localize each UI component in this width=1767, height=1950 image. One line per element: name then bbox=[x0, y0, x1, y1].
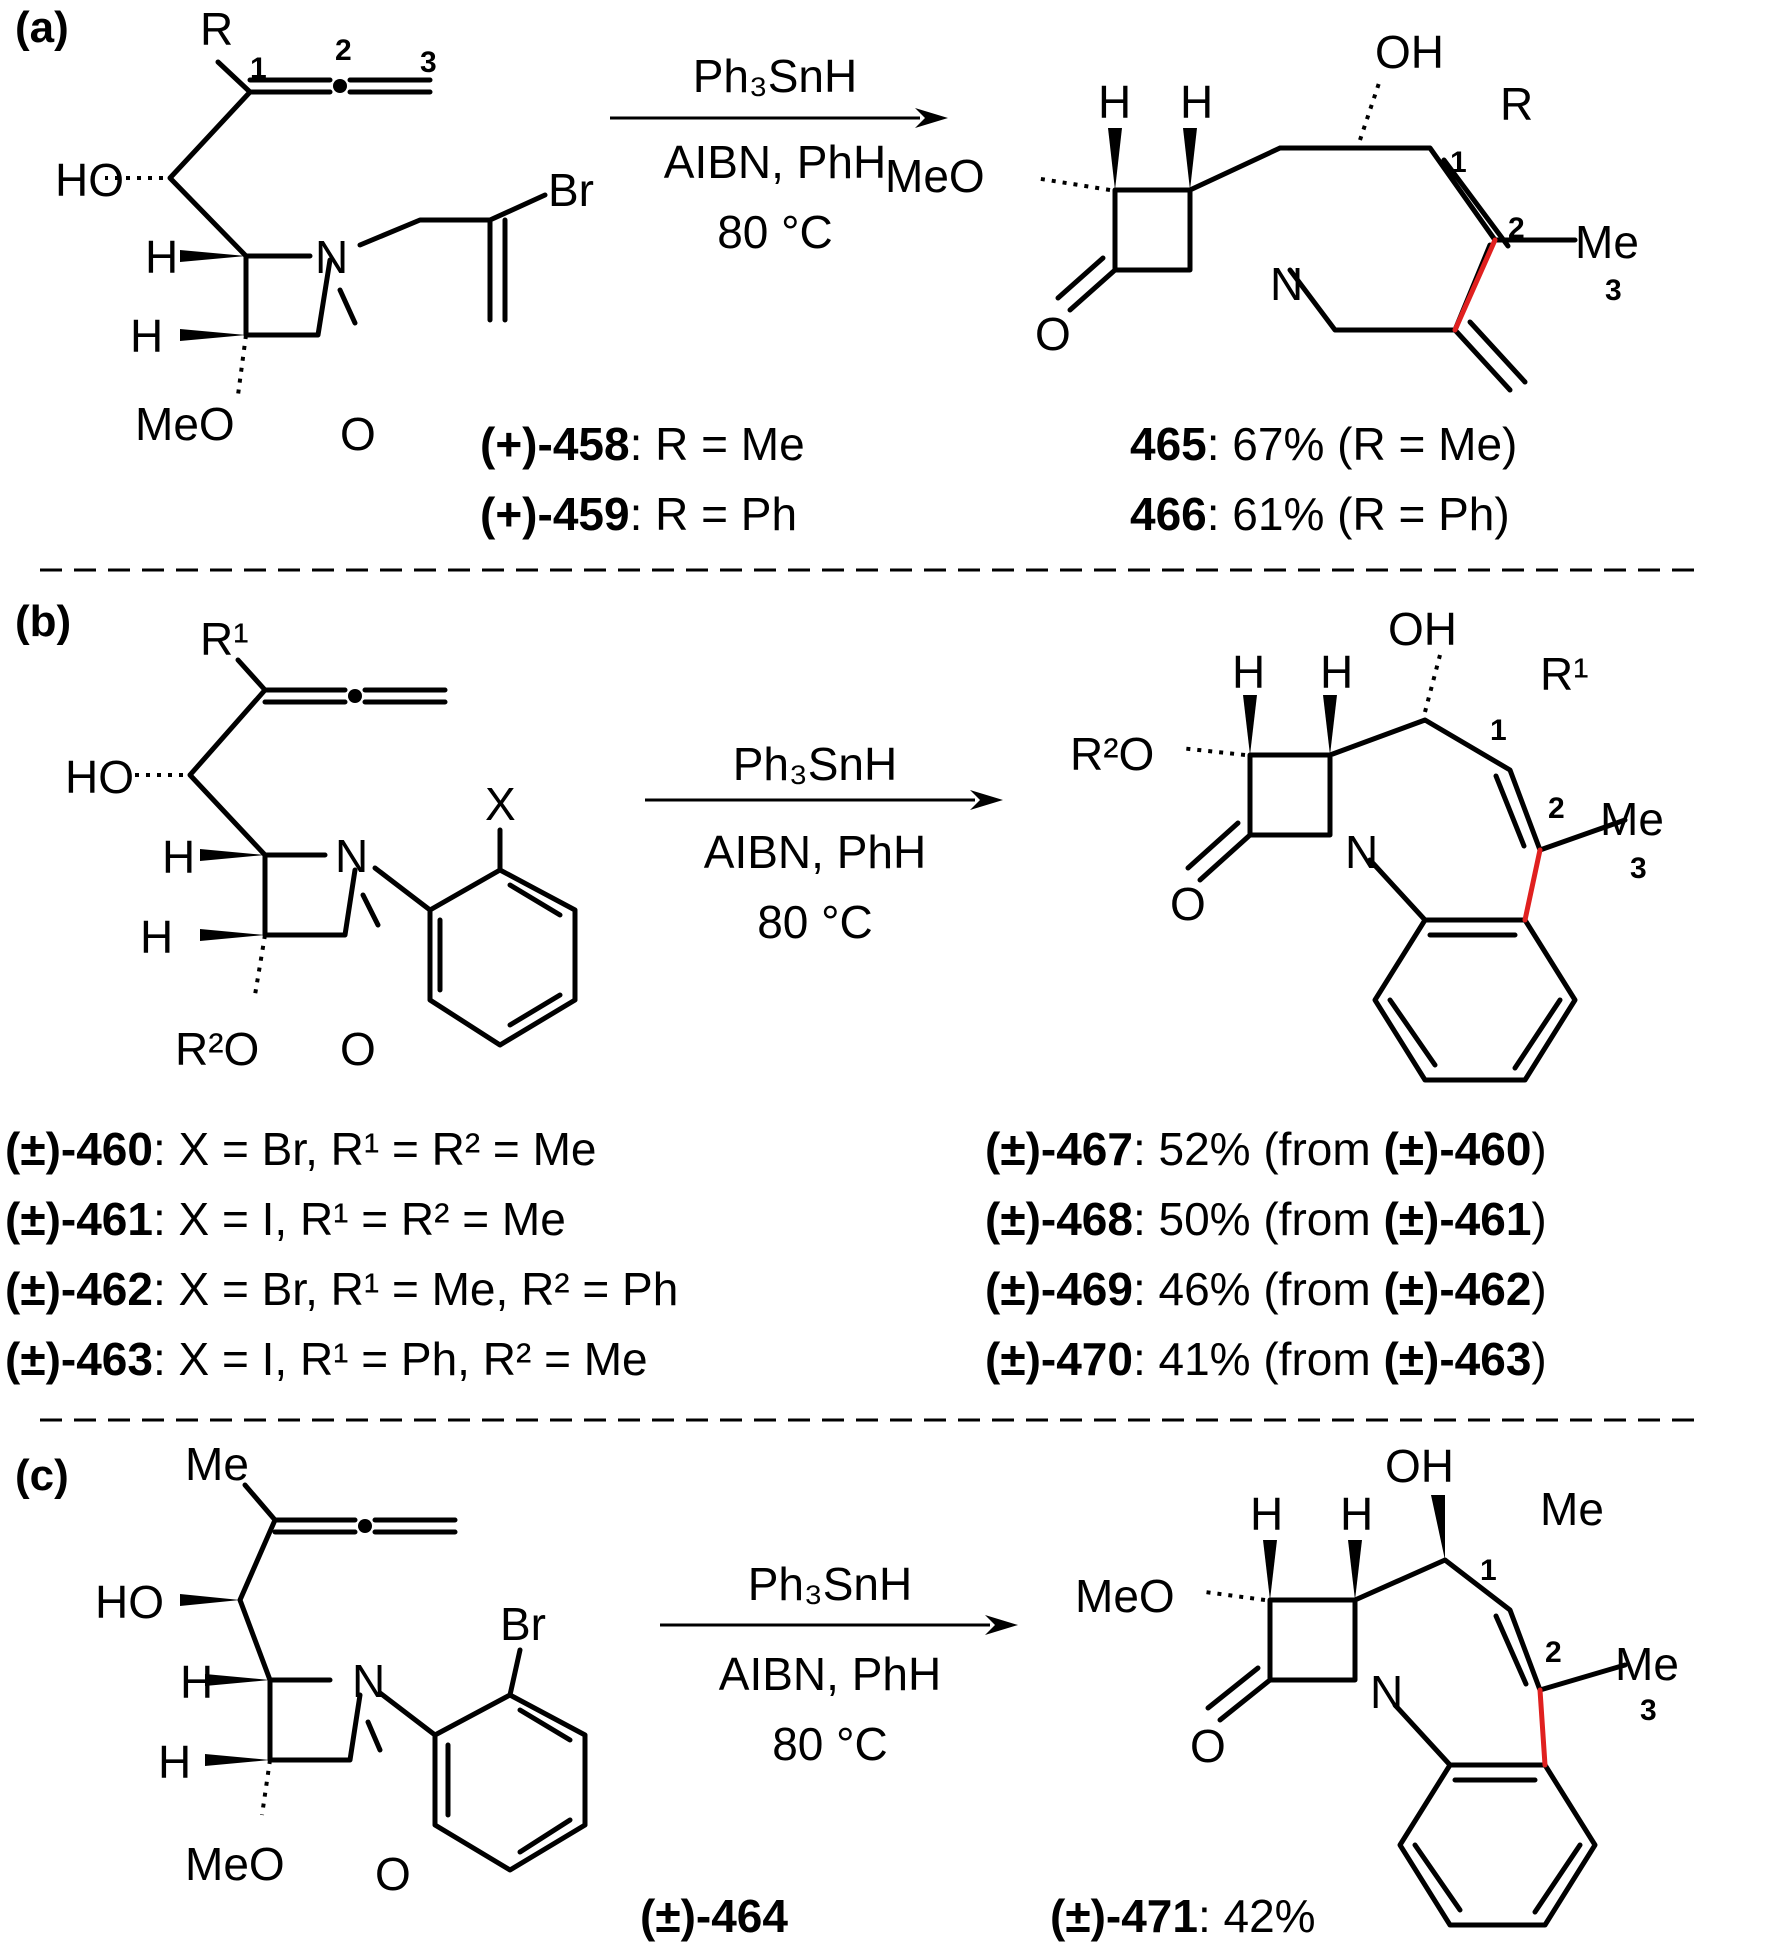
atom-h: H bbox=[140, 911, 173, 963]
atom-h: H bbox=[158, 1736, 191, 1788]
atom-h: H bbox=[1250, 1488, 1283, 1540]
compound-line: 465: 67% (R = Me) bbox=[1130, 418, 1517, 470]
atom-h: H bbox=[1340, 1488, 1373, 1540]
panel-b: (b) R¹ HO H H N X R²O O Ph₃SnH AIBN, PhH… bbox=[5, 597, 1664, 1385]
atom-meo: MeO bbox=[135, 398, 235, 450]
atom-oh: OH bbox=[1388, 603, 1457, 655]
locant-1: 1 bbox=[1450, 146, 1467, 179]
atom-n: N bbox=[1370, 1666, 1403, 1718]
locant-1: 1 bbox=[1490, 714, 1507, 747]
compound-line: (±)-468: 50% (from (±)-461) bbox=[985, 1193, 1547, 1245]
reaction-arrow bbox=[645, 790, 1003, 810]
locant-3: 3 bbox=[1640, 1694, 1657, 1727]
atom-r2o: R²O bbox=[175, 1023, 259, 1075]
atom-me: Me bbox=[1575, 216, 1639, 268]
atom-h: H bbox=[130, 310, 163, 362]
reagent-label: Ph₃SnH bbox=[748, 1558, 912, 1610]
atom-h: H bbox=[1320, 646, 1353, 698]
atom-h: H bbox=[145, 231, 178, 283]
conditions-label: AIBN, PhH bbox=[719, 1648, 941, 1700]
atom-ho: HO bbox=[95, 1576, 164, 1628]
reagent-label: Ph₃SnH bbox=[693, 50, 857, 102]
reaction-arrow bbox=[610, 108, 948, 128]
locant-3: 3 bbox=[420, 46, 437, 79]
atom-r1: R¹ bbox=[1540, 648, 1589, 700]
atom-x: X bbox=[485, 778, 516, 830]
atom-h: H bbox=[162, 831, 195, 883]
compound-line: (±)-467: 52% (from (±)-460) bbox=[985, 1123, 1547, 1175]
atom-o: O bbox=[1190, 1720, 1226, 1772]
locant-2: 2 bbox=[335, 34, 352, 67]
atom-meo: MeO bbox=[185, 1838, 285, 1890]
atom-oh: OH bbox=[1375, 26, 1444, 78]
conditions-label: AIBN, PhH bbox=[704, 826, 926, 878]
compound-line: (±)-470: 41% (from (±)-463) bbox=[985, 1333, 1547, 1385]
panel-label: (a) bbox=[15, 3, 69, 52]
reagent-label: Ph₃SnH bbox=[733, 738, 897, 790]
atom-oh: OH bbox=[1385, 1440, 1454, 1492]
temperature-label: 80 °C bbox=[717, 206, 833, 258]
atom-meo: MeO bbox=[1075, 1570, 1175, 1622]
atom-h: H bbox=[1232, 646, 1265, 698]
compound-line: (±)-461: X = I, R¹ = R² = Me bbox=[5, 1193, 566, 1245]
temperature-label: 80 °C bbox=[757, 896, 873, 948]
panel-label: (c) bbox=[15, 1451, 69, 1500]
locant-2: 2 bbox=[1545, 1636, 1562, 1669]
atom-br: Br bbox=[500, 1598, 546, 1650]
locant-2: 2 bbox=[1508, 212, 1525, 245]
atom-ho: HO bbox=[55, 154, 124, 206]
locant-3: 3 bbox=[1630, 852, 1647, 885]
atom-o: O bbox=[340, 1023, 376, 1075]
atom-r: R bbox=[1500, 78, 1533, 130]
atom-r2o: R²O bbox=[1070, 728, 1154, 780]
atom-n: N bbox=[1345, 826, 1378, 878]
locant-1: 1 bbox=[1480, 1554, 1497, 1587]
product-structure: OH H H Me MeO N O Me 1 2 3 bbox=[1075, 1440, 1679, 1928]
substrate-structure: R 1 2 3 HO H H N Br MeO O bbox=[55, 3, 594, 460]
locant-3: 3 bbox=[1605, 274, 1622, 307]
atom-r1: R¹ bbox=[200, 613, 249, 665]
atom-ho: HO bbox=[65, 751, 134, 803]
compound-line: (±)-462: X = Br, R¹ = Me, R² = Ph bbox=[5, 1263, 678, 1315]
atom-h: H bbox=[1180, 76, 1213, 128]
substrate-structure: Me HO H H N Br MeO O bbox=[95, 1438, 588, 1900]
atom-br: Br bbox=[548, 164, 594, 216]
atom-me: Me bbox=[1600, 793, 1664, 845]
atom-h: H bbox=[180, 1656, 213, 1708]
compound-line: (+)-459: R = Ph bbox=[480, 488, 797, 540]
locant-2: 2 bbox=[1548, 792, 1565, 825]
atom-n: N bbox=[315, 231, 348, 283]
compound-line: (+)-458: R = Me bbox=[480, 418, 805, 470]
atom-o: O bbox=[1170, 878, 1206, 930]
atom-n: N bbox=[1270, 258, 1303, 310]
panel-a: (a) R 1 2 3 HO H H N Br MeO O Ph₃SnH A bbox=[15, 3, 1639, 540]
atom-me: Me bbox=[185, 1438, 249, 1490]
atom-o: O bbox=[375, 1848, 411, 1900]
temperature-label: 80 °C bbox=[772, 1718, 888, 1770]
compound-line: (±)-471: 42% bbox=[1050, 1890, 1316, 1942]
panel-c: (c) Me HO H H N Br MeO O Ph₃SnH AIBN, Ph… bbox=[15, 1438, 1679, 1942]
compound-line: (±)-460: X = Br, R¹ = R² = Me bbox=[5, 1123, 596, 1175]
compound-line: (±)-463: X = I, R¹ = Ph, R² = Me bbox=[5, 1333, 648, 1385]
atom-meo: MeO bbox=[885, 150, 985, 202]
atom-me: Me bbox=[1615, 1638, 1679, 1690]
conditions-label: AIBN, PhH bbox=[664, 136, 886, 188]
compound-line: 466: 61% (R = Ph) bbox=[1130, 488, 1510, 540]
compound-line: (±)-469: 46% (from (±)-462) bbox=[985, 1263, 1547, 1315]
product-structure: OH H H R MeO N O Me 1 2 3 bbox=[885, 26, 1639, 393]
atom-h: H bbox=[1098, 76, 1131, 128]
atom-o: O bbox=[340, 408, 376, 460]
atom-r: R bbox=[200, 3, 233, 55]
locant-1: 1 bbox=[250, 52, 267, 85]
reaction-arrow bbox=[660, 1615, 1018, 1635]
atom-me: Me bbox=[1540, 1483, 1604, 1535]
atom-n: N bbox=[352, 1655, 385, 1707]
atom-o: O bbox=[1035, 308, 1071, 360]
compound-line: (±)-464 bbox=[640, 1890, 788, 1942]
atom-n: N bbox=[335, 830, 368, 882]
product-structure: OH H H R¹ R²O N O Me 1 2 3 bbox=[1070, 603, 1664, 1083]
substrate-structure: R¹ HO H H N X R²O O bbox=[65, 613, 578, 1075]
panel-label: (b) bbox=[15, 597, 71, 646]
